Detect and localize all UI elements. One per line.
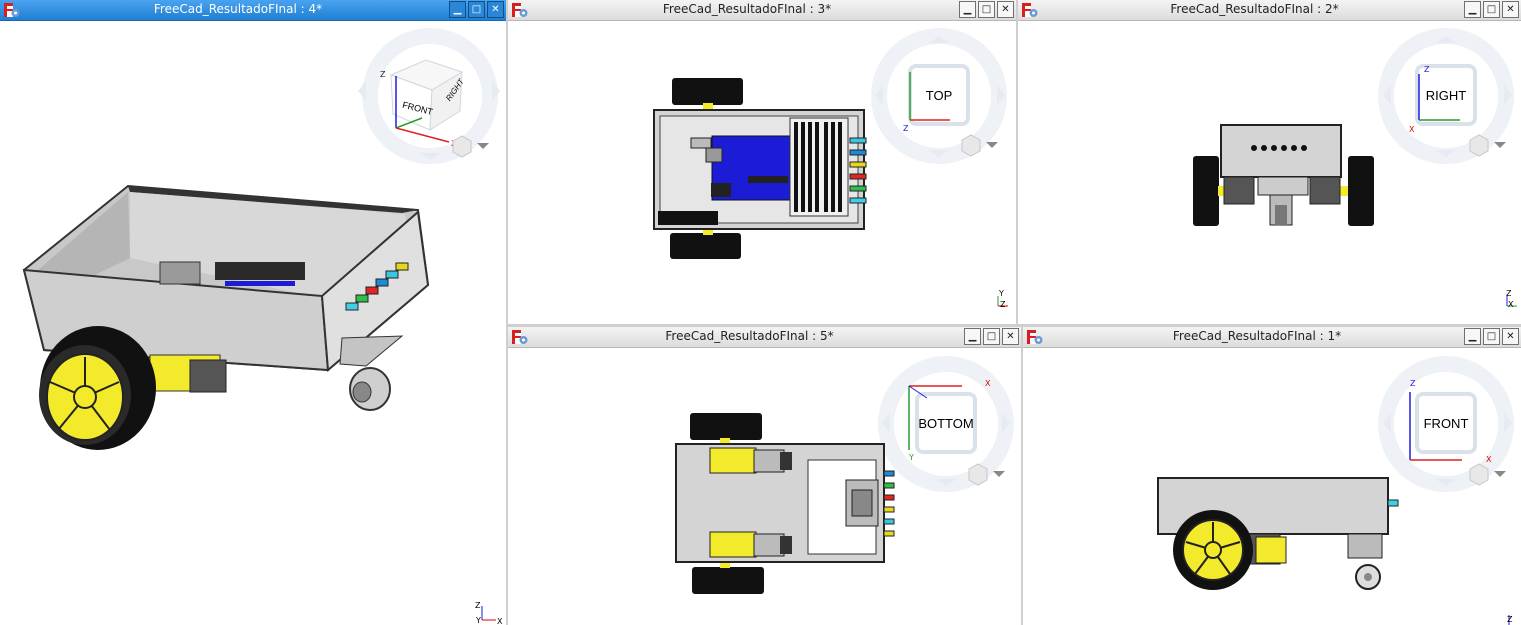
viewer-window-4[interactable]: FreeCad_ResultadoFInal : 4* ▁ □ ✕ FRONT … xyxy=(0,0,506,625)
maximize-button[interactable]: □ xyxy=(983,328,1000,345)
corner-axis-z: Z xyxy=(1000,300,1006,309)
corner-axis-y: Y xyxy=(998,289,1004,298)
corner-axis-triad: Y Z xyxy=(997,289,1008,309)
3d-viewport[interactable]: BOTTOM X Y xyxy=(508,348,1021,625)
corner-axis-triad: Z X xyxy=(1506,289,1517,309)
navigation-cube[interactable]: TOP Z xyxy=(871,28,1007,164)
view-menu-cube-icon[interactable] xyxy=(1469,463,1506,486)
viewer-window-3[interactable]: FreeCad_ResultadoFInal : 3* ▁ □ ✕ TOP Z xyxy=(508,0,1016,324)
minimize-button[interactable]: ▁ xyxy=(959,1,976,18)
view-menu-cube-icon[interactable] xyxy=(961,134,998,157)
corner-axis-y: Y xyxy=(475,616,481,625)
minimize-button[interactable]: ▁ xyxy=(1464,328,1481,345)
3d-viewport[interactable]: TOP Z xyxy=(508,21,1016,324)
maximize-button[interactable]: □ xyxy=(1483,328,1500,345)
minimize-button[interactable]: ▁ xyxy=(1464,1,1481,18)
3d-viewport[interactable]: RIGHT Z X xyxy=(1018,21,1521,324)
view-menu-cube-icon[interactable] xyxy=(1469,134,1506,157)
navcube-face-label: FRONT xyxy=(1424,416,1469,431)
3d-viewport[interactable]: FRONT Z X xyxy=(1023,348,1521,625)
navigation-cube[interactable]: RIGHT Z X xyxy=(1378,28,1514,164)
viewer-window-2[interactable]: FreeCad_ResultadoFInal : 2* ▁ □ ✕ RIGHT … xyxy=(1018,0,1521,324)
navigation-cube[interactable]: BOTTOM X Y xyxy=(878,356,1014,492)
navcube-face-label: BOTTOM xyxy=(918,416,973,431)
freecad-app-icon xyxy=(512,330,528,344)
titlebar[interactable]: FreeCad_ResultadoFInal : 5* ▁ □ ✕ xyxy=(508,327,1021,348)
navcube-axis-z: Z xyxy=(903,124,909,133)
navcube-axis-z: Z xyxy=(1410,379,1416,388)
corner-axis-z: Z xyxy=(1506,289,1512,298)
close-button[interactable]: ✕ xyxy=(1502,328,1519,345)
corner-axis-triad: Z xyxy=(1507,615,1513,625)
3d-viewport[interactable]: FRONT RIGHT Z X xyxy=(0,21,506,625)
navigation-cube[interactable]: FRONT Z X xyxy=(1378,356,1514,492)
close-button[interactable]: ✕ xyxy=(997,1,1014,18)
corner-axis-x: X xyxy=(1508,300,1514,309)
corner-axis-triad: Z Y X xyxy=(475,601,503,625)
close-button[interactable]: ✕ xyxy=(487,1,504,18)
freecad-app-icon xyxy=(512,3,528,17)
maximize-button[interactable]: □ xyxy=(1483,1,1500,18)
freecad-app-icon xyxy=(1022,3,1038,17)
maximize-button[interactable]: □ xyxy=(468,1,485,18)
view-menu-cube-icon[interactable] xyxy=(968,463,1005,486)
corner-axis-z: Z xyxy=(475,601,481,610)
navcube-axis-x: X xyxy=(985,379,991,388)
robot-car-bottom-view[interactable] xyxy=(675,413,895,594)
titlebar[interactable]: FreeCad_ResultadoFInal : 1* ▁ □ ✕ xyxy=(1023,327,1521,348)
robot-car-front-view[interactable] xyxy=(1157,477,1399,590)
window-title: FreeCad_ResultadoFInal : 2* xyxy=(1170,2,1339,16)
window-title: FreeCad_ResultadoFInal : 5* xyxy=(665,329,834,343)
titlebar[interactable]: FreeCad_ResultadoFInal : 3* ▁ □ ✕ xyxy=(508,0,1016,21)
maximize-button[interactable]: □ xyxy=(978,1,995,18)
navcube-axis-x: X xyxy=(1486,455,1492,464)
robot-car-top-view[interactable] xyxy=(653,78,867,259)
close-button[interactable]: ✕ xyxy=(1002,328,1019,345)
window-title: FreeCad_ResultadoFInal : 3* xyxy=(662,2,832,16)
minimize-button[interactable]: ▁ xyxy=(449,1,466,18)
view-menu-cube-icon[interactable] xyxy=(452,135,489,158)
navcube-axis-x: X xyxy=(1409,125,1415,134)
close-button[interactable]: ✕ xyxy=(1502,1,1519,18)
titlebar[interactable]: FreeCad_ResultadoFInal : 2* ▁ □ ✕ xyxy=(1018,0,1521,21)
freecad-app-icon xyxy=(1027,330,1043,344)
window-title: FreeCad_ResultadoFInal : 1* xyxy=(1172,329,1342,343)
navcube-axis-z: Z xyxy=(1424,65,1430,74)
corner-axis-x: X xyxy=(497,617,503,625)
navcube-axis-z: Z xyxy=(380,70,386,79)
titlebar[interactable]: FreeCad_ResultadoFInal : 4* ▁ □ ✕ xyxy=(0,0,506,21)
viewer-window-5[interactable]: FreeCad_ResultadoFInal : 5* ▁ □ ✕ BOTTOM… xyxy=(508,327,1021,625)
freecad-app-icon xyxy=(4,3,20,17)
robot-car-side-view[interactable] xyxy=(1193,124,1374,226)
minimize-button[interactable]: ▁ xyxy=(964,328,981,345)
navigation-cube[interactable]: FRONT RIGHT Z X xyxy=(358,28,500,164)
navcube-face-label: TOP xyxy=(926,88,953,103)
robot-car-3d-model[interactable] xyxy=(22,184,430,450)
navcube-face-label: RIGHT xyxy=(1426,88,1467,103)
navcube-axis-y: Y xyxy=(908,453,914,462)
window-title: FreeCad_ResultadoFInal : 4* xyxy=(153,2,323,16)
viewer-window-1[interactable]: FreeCad_ResultadoFInal : 1* ▁ □ ✕ FRONT … xyxy=(1023,327,1521,625)
corner-axis-z: Z xyxy=(1507,615,1513,624)
